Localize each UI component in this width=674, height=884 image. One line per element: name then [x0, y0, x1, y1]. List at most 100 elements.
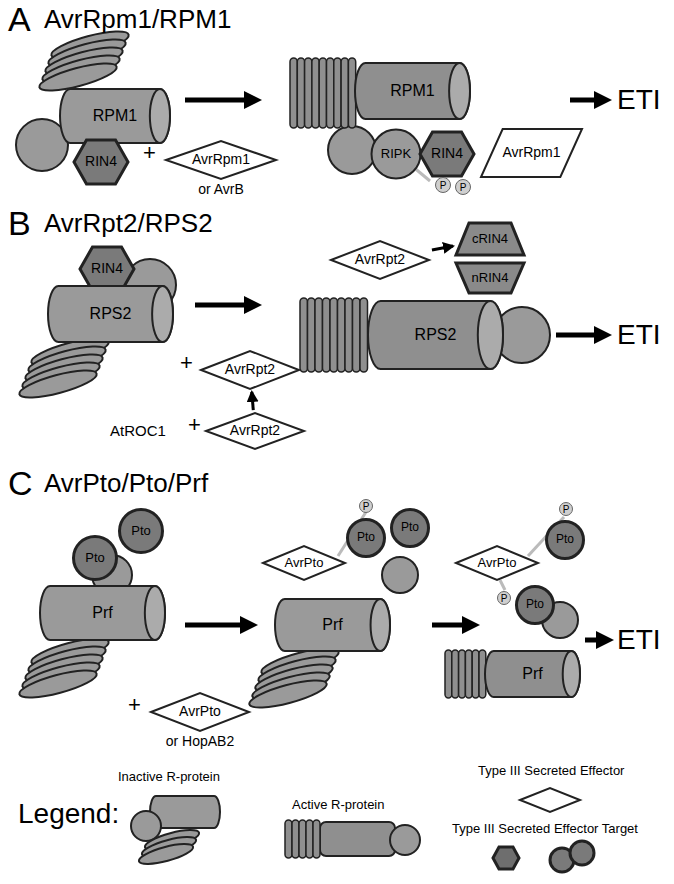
node-label: cRIN4 [472, 232, 508, 246]
stripe-repeat [300, 298, 308, 372]
effector-target-circle: Pto [390, 508, 430, 548]
node-label: P [501, 593, 508, 604]
legend-heading: Legend: [18, 800, 119, 828]
panel-label: ETI [617, 321, 661, 349]
effector-parallelogram: AvrRpm1 [480, 128, 583, 178]
node-label: AvrRpm1 [502, 145, 560, 160]
node-label: P [563, 504, 570, 515]
node-label: Prf [522, 665, 542, 683]
transition-arrow [432, 623, 466, 628]
coil-repeat [17, 665, 99, 703]
node-label: AvrRpt2 [225, 362, 275, 377]
stripe-repeat [312, 58, 319, 128]
effector-diamond: AvrPto [455, 545, 539, 581]
transition-arrow [585, 638, 600, 643]
panel-label: + [128, 694, 141, 716]
stripe-repeat [285, 820, 292, 858]
phosphate-circle: P [454, 178, 472, 196]
panel-label: + [188, 414, 201, 436]
node-label: AvrPto [478, 556, 517, 570]
stripe-repeat [323, 298, 331, 372]
node-label: Pto [85, 551, 105, 565]
stripe-repeat [327, 58, 334, 128]
transition-arrow [185, 623, 244, 628]
stripe-repeat [338, 298, 346, 372]
legend-entry: Inactive R-protein [118, 770, 220, 783]
stripe-repeat [297, 58, 304, 128]
stripe-repeat [308, 298, 316, 372]
node-label: RIN4 [431, 146, 463, 161]
node-label: RPS2 [90, 305, 132, 323]
coil-and-stripe-repeats [17, 26, 486, 868]
panel-label: B [8, 206, 31, 240]
node-label: Prf [322, 616, 342, 634]
node-label: Pto [556, 533, 574, 546]
effector-diamond: AvrRpt2 [205, 412, 305, 450]
effector-arrow [432, 246, 453, 250]
kinase-circle: RIPK [370, 128, 422, 180]
legend-target-circle [570, 841, 594, 865]
stripe-repeat [330, 298, 338, 372]
effector-arrow [252, 392, 253, 410]
node-label: P [440, 180, 447, 191]
panel-label: AvrRpm1/RPM1 [44, 6, 231, 32]
transition-arrows [185, 100, 600, 640]
stripe-repeat [299, 820, 306, 858]
inactive-r-protein: RPM1 [60, 88, 170, 144]
panel-label: AvrRpt2/RPS2 [44, 210, 213, 236]
stripe-repeat [472, 650, 479, 698]
legend-inactive-circle [131, 811, 161, 841]
phosphate-circle: P [358, 498, 374, 514]
node-label: RIN4 [85, 154, 117, 169]
legend-active-circle [390, 825, 420, 855]
node-label: RPS2 [415, 326, 457, 344]
panel-label: AtROC1 [110, 423, 166, 438]
stripe-repeat [353, 298, 361, 372]
node-label: Pto [401, 521, 419, 534]
stripe-repeat [459, 650, 466, 698]
legend-entry: Type III Secreted Effector Target [452, 822, 638, 835]
node-label: nRIN4 [472, 271, 509, 285]
phospho-leaders [338, 166, 564, 590]
legend-entry: Active R-protein [292, 798, 384, 811]
transition-arrow [185, 98, 248, 103]
panel-label: AvrPto/Pto/Prf [44, 470, 208, 496]
node-label: P [363, 501, 370, 512]
panel-label: + [180, 352, 193, 374]
phosphate-circle: P [434, 176, 452, 194]
cleaved-target-trapezoid: cRIN4 [455, 222, 525, 256]
node-label: Pto [526, 598, 544, 611]
node-label: AvrRpt2 [355, 252, 405, 267]
node-label: RIPK [381, 147, 411, 161]
panel-label: + [143, 142, 156, 164]
inactive-r-protein: RPS2 [48, 285, 173, 343]
active-r-protein: Prf [485, 650, 580, 698]
transition-arrow [570, 98, 598, 103]
effector-diamond: AvrRpt2 [330, 240, 430, 280]
transition-arrow [195, 303, 248, 308]
node-label: RPM1 [93, 107, 137, 125]
stripe-repeat [452, 650, 459, 698]
phospho-leader [500, 580, 505, 590]
r-protein-domains [16, 119, 578, 638]
effector-target-circle: Pto [118, 508, 164, 554]
effector-target-hexagon: RIN4 [418, 130, 476, 178]
stripe-repeat [306, 820, 313, 858]
legend-active-cylinder [320, 822, 395, 856]
phosphate-circle: P [558, 501, 574, 517]
effector-diamond: AvrPto [262, 545, 346, 581]
node-label: P [460, 182, 467, 193]
effector-target-circle: Pto [545, 520, 585, 560]
effector-diamond: AvrRpm1or AvrB [165, 140, 277, 180]
panel-label: A [8, 2, 31, 36]
node-label: RIN4 [91, 261, 123, 276]
lrr-domain-circle [328, 126, 376, 174]
panel-label: C [8, 466, 33, 500]
node-label: AvrPto [285, 556, 324, 570]
inactive-r-protein: Prf [40, 585, 165, 641]
node-label: Prf [92, 604, 112, 622]
phosphate-circle: P [496, 590, 512, 606]
stripe-repeat [319, 58, 326, 128]
legend-effector-diamond [520, 788, 580, 812]
